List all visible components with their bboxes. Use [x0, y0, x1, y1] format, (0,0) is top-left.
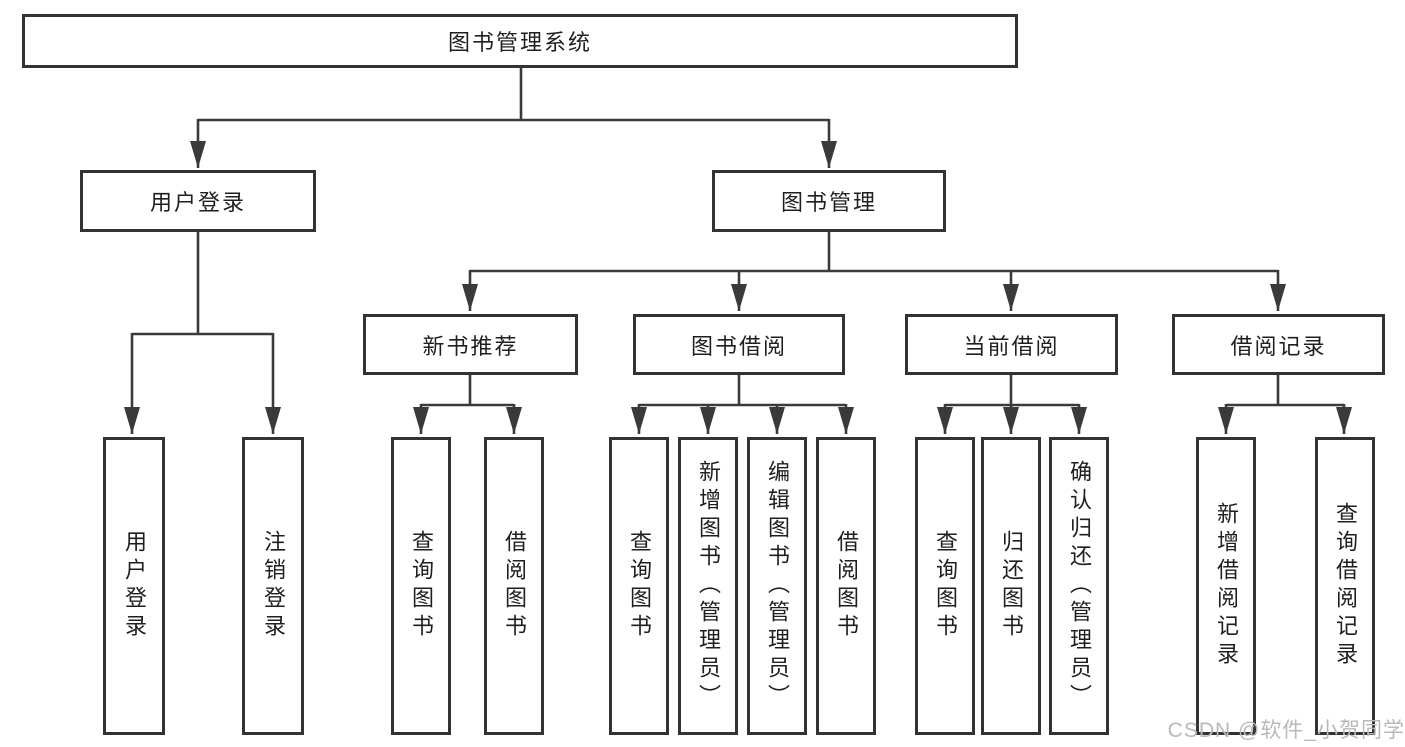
- csdn-watermark: CSDN @软件_小贺同学: [1167, 719, 1405, 742]
- leaf-query-borrow-record: 查询借阅记录: [1315, 437, 1375, 735]
- leaf-query-books-recommend: 查询图书: [391, 437, 451, 735]
- leaf-user-login: 用户登录: [103, 437, 165, 735]
- node-current-borrow: 当前借阅: [905, 314, 1118, 375]
- node-borrow-records: 借阅记录: [1172, 314, 1385, 375]
- node-user-login: 用户登录: [80, 170, 316, 232]
- node-book-borrow: 图书借阅: [633, 314, 845, 375]
- leaf-borrow-books: 借阅图书: [816, 437, 876, 735]
- node-root-library-system: 图书管理系统: [22, 14, 1018, 68]
- leaf-confirm-return-admin: 确认归还（管理员）: [1049, 437, 1109, 735]
- leaf-logout: 注销登录: [242, 437, 304, 735]
- node-new-book-recommend: 新书推荐: [363, 314, 578, 375]
- leaf-query-books-borrow: 查询图书: [609, 437, 669, 735]
- leaf-return-books: 归还图书: [981, 437, 1041, 735]
- leaf-add-books-admin: 新增图书（管理员）: [678, 437, 738, 735]
- leaf-query-books-current: 查询图书: [915, 437, 975, 735]
- leaf-add-borrow-record: 新增借阅记录: [1196, 437, 1256, 735]
- node-book-management: 图书管理: [712, 170, 946, 232]
- leaf-edit-books-admin: 编辑图书（管理员）: [747, 437, 807, 735]
- leaf-borrow-books-recommend: 借阅图书: [484, 437, 544, 735]
